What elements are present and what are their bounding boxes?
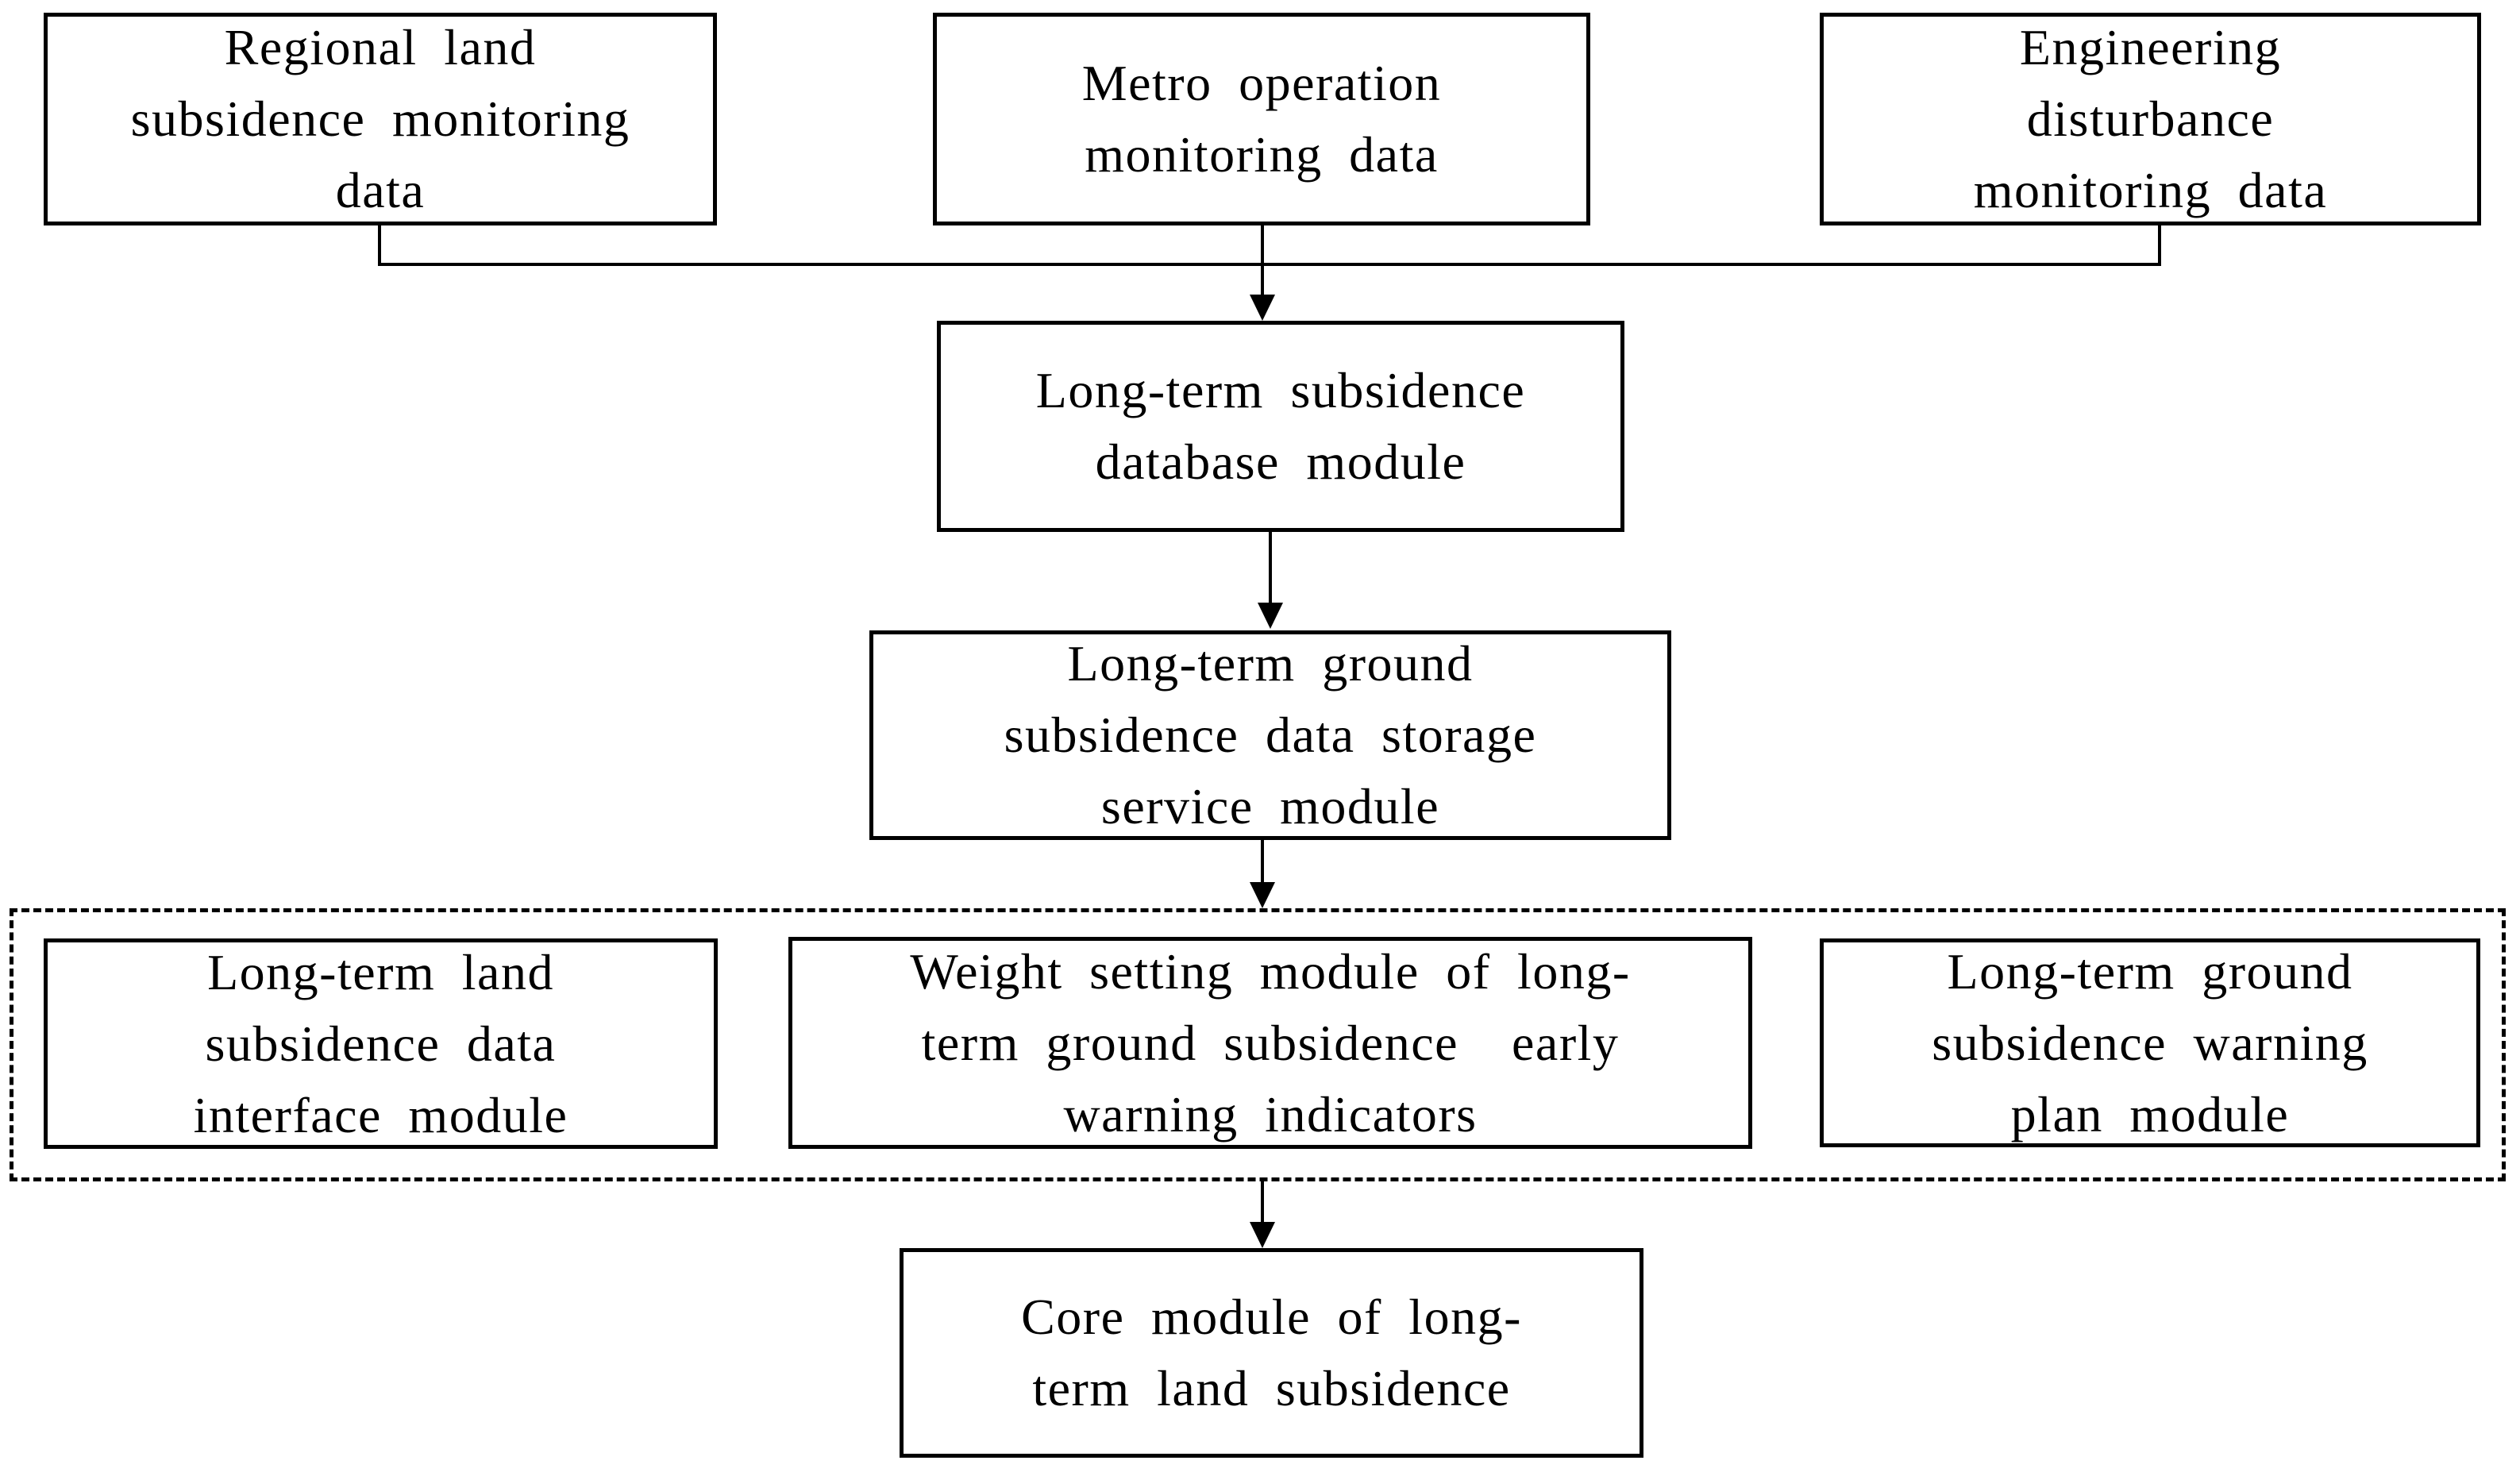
node-long-term-ground-subsidence-data-storage-service-module: Long-term ground subsidence data storage… (869, 630, 1671, 840)
node-label: Weight setting module of long- term grou… (910, 942, 1631, 1143)
node-long-term-subsidence-database-module: Long-term subsidence database module (937, 321, 1624, 532)
connector-regional-elbow-line (378, 224, 381, 266)
connector-merge-to-database-line (1261, 224, 1264, 297)
arrow-down-icon (1250, 882, 1275, 908)
node-label: Core module of long- term land subsidenc… (1021, 1289, 1522, 1416)
connector-storage-to-group-line (1261, 838, 1264, 886)
node-label: Long-term land subsidence data interface… (193, 943, 568, 1143)
arrow-down-icon (1250, 295, 1275, 321)
connector-group-to-core-line (1261, 1180, 1264, 1224)
connector-merge-horizontal-line (378, 263, 2161, 266)
node-label: Metro operation monitoring data (1081, 55, 1442, 183)
node-label: Long-term ground subsidence warning plan… (1932, 942, 2368, 1143)
arrow-down-icon (1258, 603, 1283, 629)
node-long-term-ground-subsidence-warning-plan-module: Long-term ground subsidence warning plan… (1820, 938, 2480, 1147)
node-regional-land-subsidence-monitoring-data: Regional land subsidence monitoring data (44, 13, 717, 225)
node-label: Long-term subsidence database module (1035, 362, 1526, 490)
node-weight-setting-module-of-early-warning-indicators: Weight setting module of long- term grou… (788, 937, 1752, 1149)
node-long-term-land-subsidence-data-interface-module: Long-term land subsidence data interface… (44, 938, 718, 1149)
dashed-group-warning-modules (10, 908, 2506, 1181)
node-core-module-of-long-term-land-subsidence: Core module of long- term land subsidenc… (900, 1248, 1643, 1458)
node-label: Long-term ground subsidence data storage… (1004, 635, 1537, 834)
node-label: Regional land subsidence monitoring data (130, 19, 630, 218)
node-label: Engineering disturbance monitoring data (1973, 19, 2328, 218)
connector-engineering-elbow-line (2158, 224, 2161, 266)
node-engineering-disturbance-monitoring-data: Engineering disturbance monitoring data (1820, 13, 2481, 225)
arrow-down-icon (1250, 1222, 1275, 1248)
connector-database-to-storage-line (1269, 530, 1272, 605)
node-metro-operation-monitoring-data: Metro operation monitoring data (933, 13, 1590, 225)
